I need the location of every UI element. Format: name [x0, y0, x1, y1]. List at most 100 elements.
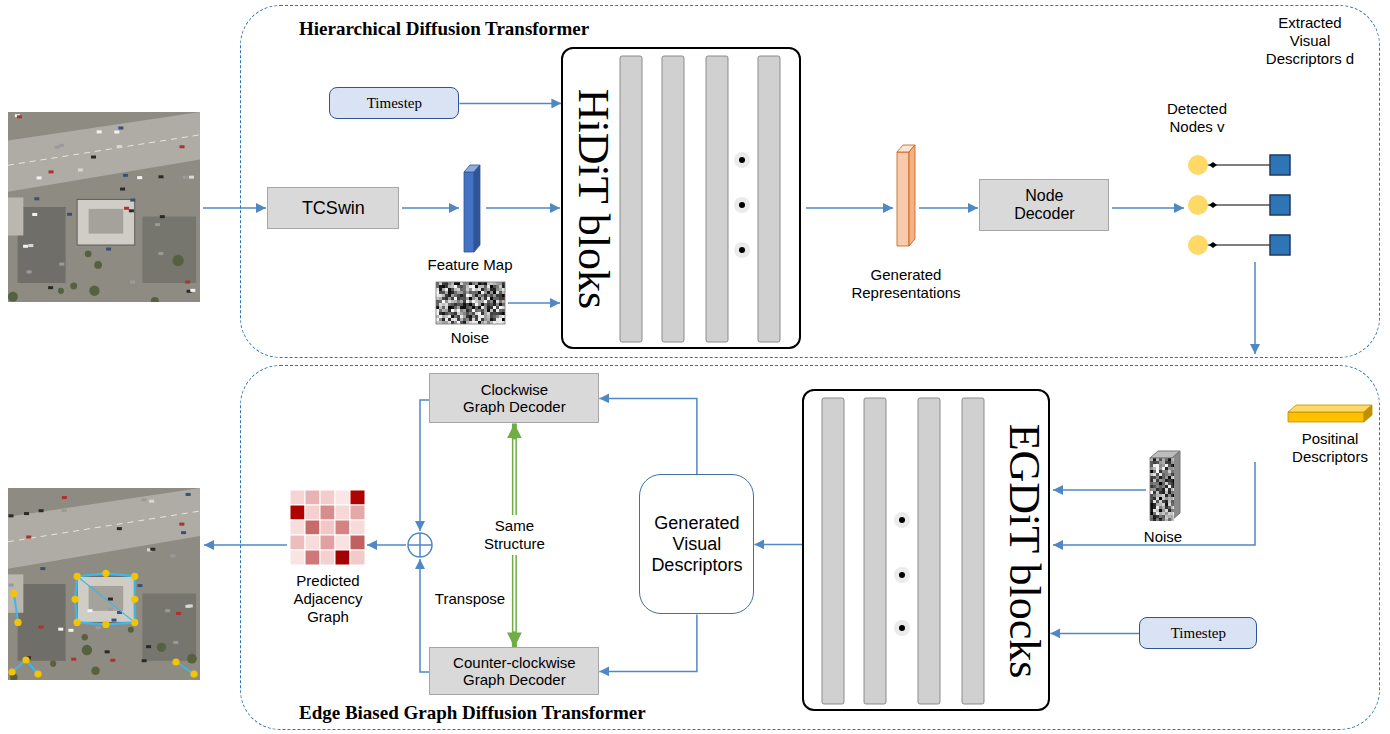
noise-pixel	[478, 288, 481, 291]
noise-pixel	[1168, 461, 1171, 464]
noise-pixel	[445, 282, 448, 285]
parking-lot	[18, 207, 66, 283]
noise-pixel	[1153, 518, 1156, 521]
car	[106, 248, 111, 251]
noise-pixel	[484, 312, 487, 315]
noise-pixel	[1156, 497, 1159, 500]
noise-pixel	[1153, 461, 1156, 464]
noise-pixel	[478, 321, 481, 324]
predicted-vertex	[172, 658, 179, 665]
noise-pixel	[469, 282, 472, 285]
flow-arrow	[599, 614, 697, 671]
noise-pixel	[472, 294, 475, 297]
noise-pixel	[481, 315, 484, 318]
tree	[173, 255, 184, 266]
noise-pixel	[502, 309, 505, 312]
noise-pixel	[478, 282, 481, 285]
ellipsis-dot	[899, 625, 905, 631]
noise-pixel	[1162, 500, 1165, 503]
noise-pixel	[460, 303, 463, 306]
noise-pixel	[1171, 518, 1174, 521]
car	[185, 281, 190, 284]
noise-pixel	[454, 303, 457, 306]
noise-pixel	[442, 306, 445, 309]
noise-pixel	[502, 291, 505, 294]
noise-pixel	[1150, 503, 1153, 506]
noise-frame	[436, 282, 505, 324]
flow-arrow	[919, 207, 978, 209]
noise-pixel	[1168, 467, 1171, 470]
noise-pixel	[439, 297, 442, 300]
noise-pixel	[448, 315, 451, 318]
noise-pixel	[1150, 482, 1153, 485]
matrix-cell	[320, 535, 335, 550]
noise-pixel	[445, 315, 448, 318]
noise-pixel	[478, 297, 481, 300]
noise-pixel	[451, 318, 454, 321]
car	[88, 609, 93, 612]
noise-pixel	[1153, 467, 1156, 470]
matrix-cell	[290, 490, 305, 505]
noise-pixel	[490, 297, 493, 300]
block-bar	[864, 398, 886, 704]
noise-pixel	[496, 285, 499, 288]
noise-pixel	[460, 288, 463, 291]
matrix-cell	[305, 550, 320, 565]
flow-arrow	[599, 398, 697, 474]
noise-pixel	[454, 315, 457, 318]
noise-pixel	[1171, 485, 1174, 488]
noise-pixel	[487, 318, 490, 321]
predicted-vertex	[102, 570, 109, 577]
noise-pixel	[1171, 509, 1174, 512]
flow-arrow	[402, 207, 459, 209]
noise-pixel	[466, 306, 469, 309]
noise-pixel	[1156, 500, 1159, 503]
noise-pixel	[454, 297, 457, 300]
noise-pixel	[451, 321, 454, 324]
noise-pixel	[469, 321, 472, 324]
ellipsis-dot	[899, 517, 905, 523]
edge-label: Same Structure	[471, 515, 557, 555]
noise-pixel	[1162, 494, 1165, 497]
noise-pixel	[442, 288, 445, 291]
box-label: TCSwin	[302, 198, 365, 219]
matrix-cell	[290, 505, 305, 520]
noise-pixel	[466, 315, 469, 318]
car	[176, 612, 181, 615]
noise-pixel	[1162, 482, 1165, 485]
noise-pixel	[1168, 464, 1171, 467]
noise-pixel	[457, 291, 460, 294]
block-label: HiDiT bloks	[571, 89, 615, 309]
ellipsis-halo	[894, 512, 910, 528]
matrix-cell	[335, 520, 350, 535]
car	[62, 496, 67, 499]
noise-pixel	[466, 291, 469, 294]
noise-pixel	[1162, 464, 1165, 467]
noise-pixel	[490, 312, 493, 315]
highway	[8, 112, 200, 192]
noise-pixel	[1159, 479, 1162, 482]
noise-pixel	[1159, 464, 1162, 467]
noise-pixel	[1165, 482, 1168, 485]
noise-pixel	[499, 312, 502, 315]
noise-pixel	[439, 321, 442, 324]
flow-arrow	[459, 103, 561, 105]
annotation-label: Noise	[1128, 528, 1198, 546]
noise-pixel	[1162, 506, 1165, 509]
noise-pixel	[1153, 473, 1156, 476]
noise-pixel	[1171, 476, 1174, 479]
noise-pixel	[1159, 506, 1162, 509]
noise-pixel	[1162, 479, 1165, 482]
noise-pixel	[496, 303, 499, 306]
matrix-cell	[305, 505, 320, 520]
noise-pixel	[1165, 491, 1168, 494]
annotation-label: Extracted Visual Descriptors d	[1263, 14, 1358, 68]
noise-pixel	[463, 312, 466, 315]
noise-pixel	[1171, 461, 1174, 464]
noise-pixel	[478, 318, 481, 321]
noise-pixel	[493, 309, 496, 312]
noise-pixel	[481, 312, 484, 315]
noise-pixel	[439, 306, 442, 309]
ellipsis-dot	[739, 202, 745, 208]
car	[9, 514, 14, 517]
